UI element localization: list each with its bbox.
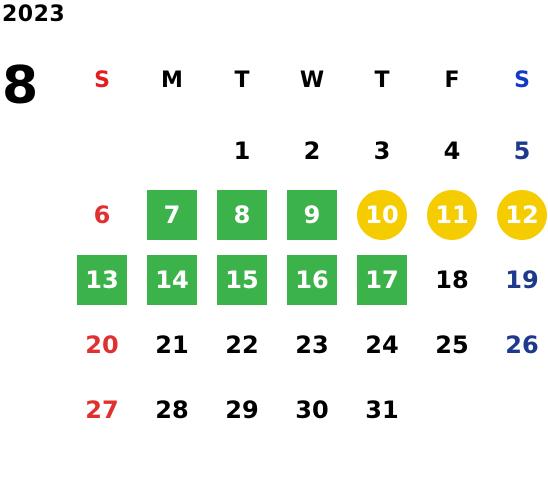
calendar-month: 8 [2,56,39,116]
weekday-sat: S [514,68,530,93]
day-cell-5[interactable]: 5 [513,137,531,165]
day-cell-15[interactable]: 15 [217,255,267,305]
weekday-fri: F [444,68,460,93]
day-cell-18[interactable]: 18 [435,266,469,294]
day-cell-8[interactable]: 8 [217,190,267,240]
day-cell-24[interactable]: 24 [365,331,399,359]
calendar-year: 2023 [2,2,66,27]
day-cell-11[interactable]: 11 [427,190,477,240]
day-cell-20[interactable]: 20 [85,331,119,359]
weekday-mon: M [161,68,183,93]
day-cell-3[interactable]: 3 [373,137,391,165]
day-cell-31[interactable]: 31 [365,396,399,424]
day-cell-4[interactable]: 4 [443,137,461,165]
day-cell-6[interactable]: 6 [93,201,111,229]
day-cell-19[interactable]: 19 [505,266,539,294]
day-cell-23[interactable]: 23 [295,331,329,359]
day-cell-14[interactable]: 14 [147,255,197,305]
weekday-wed: W [299,68,325,93]
weekday-thu: T [374,68,390,93]
day-cell-21[interactable]: 21 [155,331,189,359]
day-cell-12[interactable]: 12 [497,190,547,240]
day-cell-26[interactable]: 26 [505,331,539,359]
day-cell-1[interactable]: 1 [233,137,251,165]
day-cell-2[interactable]: 2 [303,137,321,165]
day-cell-16[interactable]: 16 [287,255,337,305]
day-cell-13[interactable]: 13 [77,255,127,305]
day-cell-28[interactable]: 28 [155,396,189,424]
day-cell-10[interactable]: 10 [357,190,407,240]
day-cell-29[interactable]: 29 [225,396,259,424]
day-cell-7[interactable]: 7 [147,190,197,240]
day-cell-27[interactable]: 27 [85,396,119,424]
day-cell-9[interactable]: 9 [287,190,337,240]
weekday-tue: T [234,68,250,93]
day-cell-30[interactable]: 30 [295,396,329,424]
day-cell-25[interactable]: 25 [435,331,469,359]
day-cell-17[interactable]: 17 [357,255,407,305]
day-cell-22[interactable]: 22 [225,331,259,359]
weekday-sun: S [94,68,110,93]
